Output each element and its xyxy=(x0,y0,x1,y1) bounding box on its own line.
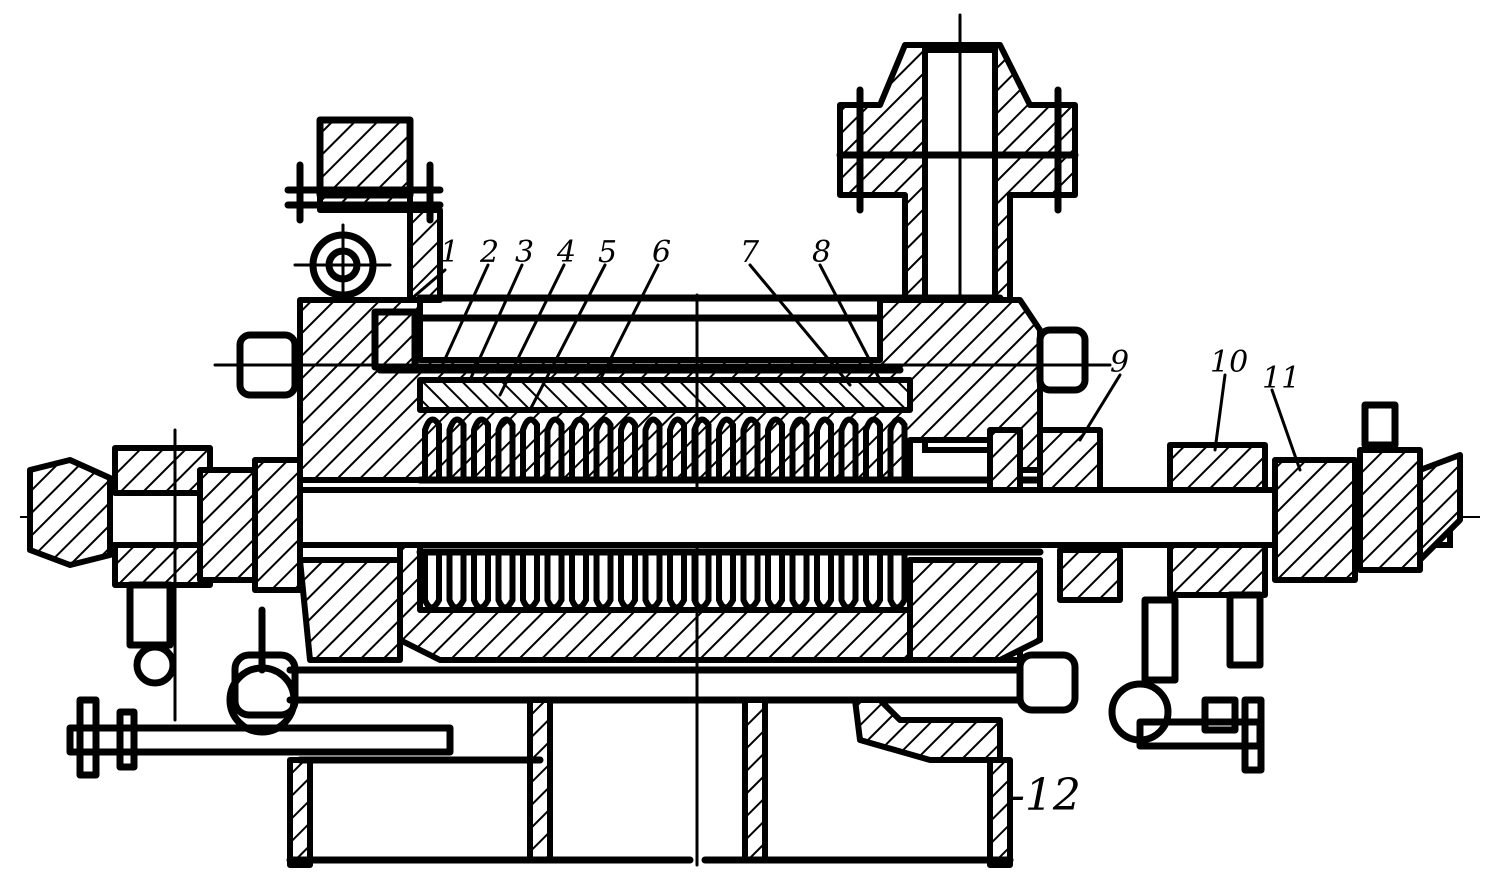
impeller-blade-top xyxy=(495,416,516,478)
callout-8: 8 xyxy=(812,235,831,270)
impeller-blade-top xyxy=(740,416,761,478)
right-bearing-housing xyxy=(987,401,1463,684)
callout-3: 3 xyxy=(515,235,534,270)
impeller-blade-bottom xyxy=(863,555,883,611)
outer-casing-bottom xyxy=(297,542,1043,663)
impeller-blade-bottom xyxy=(740,555,761,611)
tie-bolt-bottom xyxy=(231,651,1079,719)
callout-11: 11 xyxy=(1262,361,1300,396)
impeller-blade-top xyxy=(520,416,540,478)
right-balance-pipe xyxy=(1108,680,1265,774)
impeller-blade-bottom xyxy=(814,555,834,611)
support-foot-left xyxy=(286,697,694,868)
callout-10: 10 xyxy=(1210,345,1248,380)
impeller-blade-top xyxy=(691,416,712,478)
suction-nozzle xyxy=(284,116,444,303)
impeller-blade-bottom xyxy=(667,555,687,611)
left-bearing-housing xyxy=(27,428,303,722)
impeller-blade-top xyxy=(789,416,810,478)
impeller-blade-top xyxy=(863,416,883,478)
left-balance-pipe xyxy=(66,606,454,779)
impeller-blade-bottom xyxy=(544,555,565,611)
impeller-blade-bottom xyxy=(838,555,859,611)
support-foot-right xyxy=(701,697,1014,868)
impeller-blade-top xyxy=(716,416,736,478)
callout-12: -12 xyxy=(1010,770,1081,821)
impeller-blade-top xyxy=(887,416,908,478)
callout-leader-lines xyxy=(408,263,1302,472)
callout-1: 1 xyxy=(440,235,459,270)
impeller-blade-top xyxy=(618,416,638,478)
impeller-blade-top xyxy=(593,416,614,478)
impeller-blade-bottom xyxy=(569,555,589,611)
impeller-blade-bottom xyxy=(887,555,908,611)
impeller-blade-top xyxy=(544,416,565,478)
impeller-blade-bottom xyxy=(495,555,516,611)
callout-7: 7 xyxy=(740,235,760,270)
impeller-blade-bottom xyxy=(789,555,810,611)
callout-6: 6 xyxy=(652,235,671,270)
impeller-blade-top xyxy=(642,416,663,478)
impeller-blade-top xyxy=(838,416,859,478)
callout-9: 9 xyxy=(1110,345,1129,380)
impeller-blade-bottom xyxy=(471,555,491,611)
impeller-blade-top xyxy=(569,416,589,478)
impeller-blade-top xyxy=(667,416,687,478)
impeller-blade-top xyxy=(814,416,834,478)
impeller-blade-bottom xyxy=(618,555,638,611)
impeller-blade-bottom xyxy=(716,555,736,611)
impeller-blade-top xyxy=(471,416,491,478)
impeller-blade-bottom xyxy=(520,555,540,611)
callout-2: 2 xyxy=(479,235,499,270)
callout-4: 4 xyxy=(556,235,576,270)
impeller-blade-bottom xyxy=(422,555,442,611)
impeller-blade-bottom xyxy=(446,555,467,611)
impeller-blade-top xyxy=(422,416,442,478)
impeller-blade-bottom xyxy=(642,555,663,611)
tie-bolt-top xyxy=(213,326,1112,399)
impeller-blade-top xyxy=(446,416,467,478)
impeller-blade-bottom xyxy=(765,555,785,611)
impeller-blade-bottom xyxy=(593,555,614,611)
impeller-blade-top xyxy=(765,416,785,478)
callout-5: 5 xyxy=(598,235,617,270)
